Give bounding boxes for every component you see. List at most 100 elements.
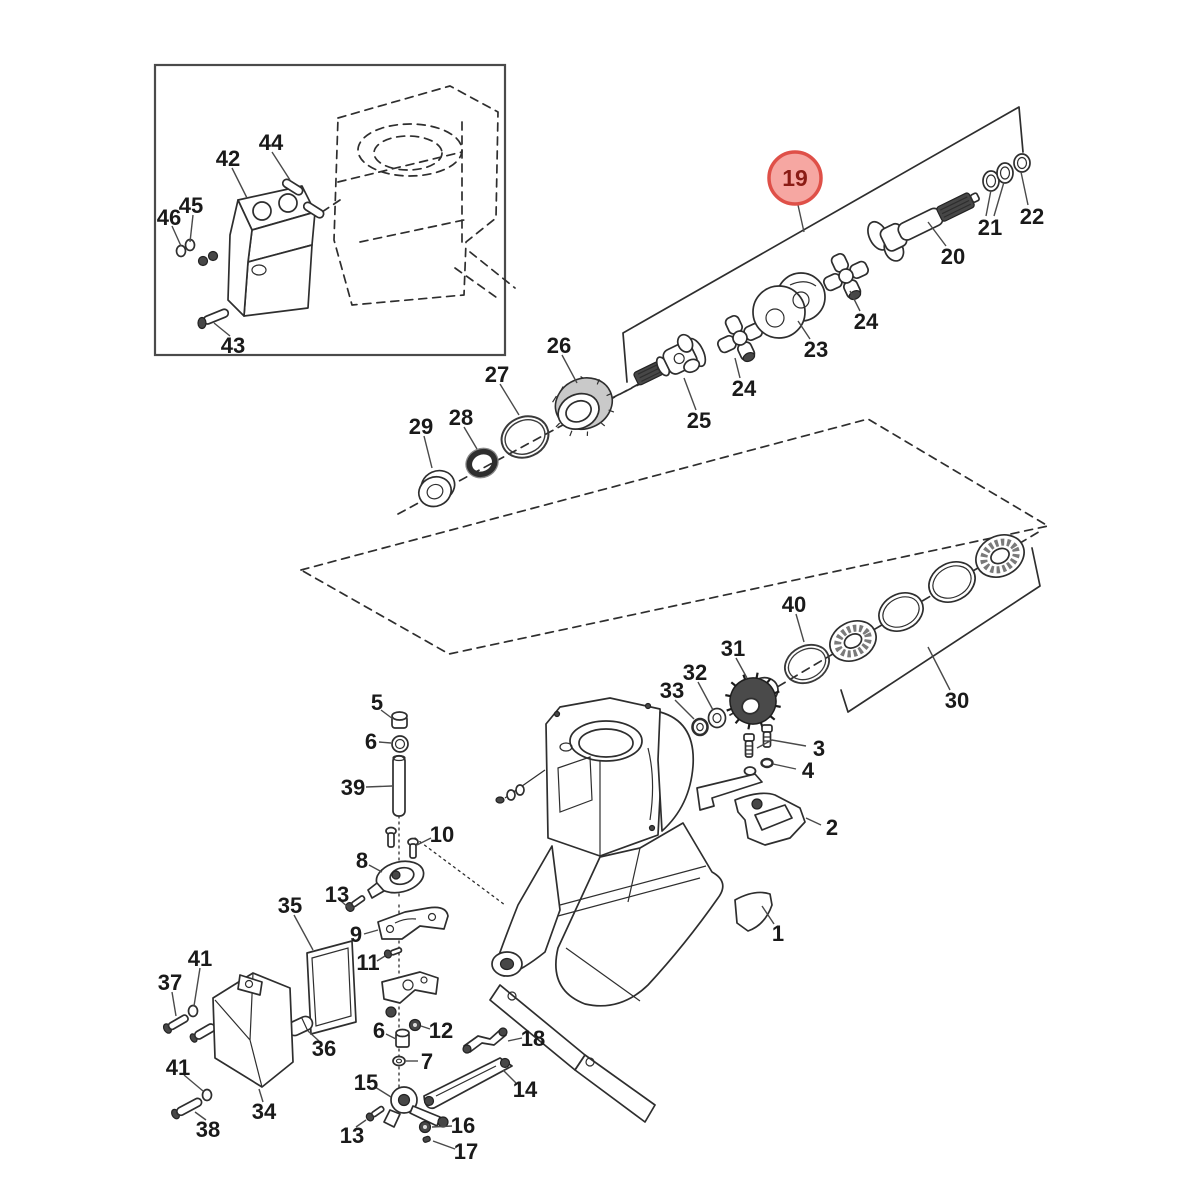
callout-27: 27: [485, 362, 509, 387]
bearing-set-30: [784, 534, 1041, 713]
callout-18: 18: [521, 1026, 545, 1051]
callout-9: 9: [350, 922, 362, 947]
swivel-plate: [381, 971, 439, 1004]
part-42-mount-bracket: [227, 185, 316, 317]
highlight-ring-19: [767, 150, 823, 206]
callout-6-lower: 6: [373, 1018, 385, 1043]
part-44-pins: [281, 178, 325, 219]
callout-19: 19: [782, 165, 808, 191]
gear-group: [691, 672, 781, 737]
part-22-ring: [1013, 153, 1031, 173]
callouts: 44 42 45 46 43 22 21 20 24 23 24 25 26 2…: [157, 130, 1044, 1164]
callout-12: 12: [429, 1018, 453, 1043]
part-35-plate: [306, 940, 357, 1035]
part-20-yoke-shaft: [867, 192, 980, 262]
callout-5: 5: [371, 690, 383, 715]
part-13-screw-upper: [345, 895, 366, 912]
part-25-yoke-shaft: [633, 333, 707, 386]
part-39-pin: [392, 754, 406, 817]
part-30-ring-a: [878, 592, 924, 632]
callout-13-lower: 13: [340, 1123, 364, 1148]
callout-42: 42: [216, 146, 240, 171]
part-37-bolt: [162, 1014, 189, 1034]
callout-25: 25: [687, 408, 711, 433]
callout-32: 32: [683, 660, 707, 685]
dashed-parallelogram: [300, 418, 1049, 655]
callout-41-lower: 41: [166, 1055, 190, 1080]
part-12-nut: [408, 1018, 422, 1032]
callout-35: 35: [278, 893, 302, 918]
callout-26: 26: [547, 333, 571, 358]
callout-40: 40: [782, 592, 806, 617]
callout-1: 1: [772, 921, 784, 946]
shift-linkage: [365, 1027, 513, 1143]
callout-28: 28: [449, 405, 473, 430]
part-40-oring: [784, 643, 830, 685]
part-15-crank: [383, 1086, 449, 1128]
callout-36: 36: [312, 1036, 336, 1061]
part-34-cover: [212, 972, 294, 1088]
inset-box: [153, 63, 516, 357]
part-23-center-socket: [752, 272, 826, 339]
callout-13-upper: 13: [325, 882, 349, 907]
nut-small: [385, 1006, 397, 1018]
callout-17: 17: [454, 1139, 478, 1164]
leader-lines: [171, 151, 1029, 1150]
callout-21: 21: [978, 215, 1002, 240]
callout-6-upper: 6: [365, 729, 377, 754]
callout-15: 15: [354, 1070, 378, 1095]
callout-29: 29: [409, 414, 433, 439]
callout-4: 4: [802, 758, 815, 783]
part-26-bearing: [552, 376, 615, 437]
callout-37: 37: [158, 970, 182, 995]
part-6-bushing-upper: [391, 735, 409, 753]
callout-34: 34: [252, 1099, 277, 1124]
part-3-bolts: [743, 724, 773, 758]
part-17-pin: [422, 1135, 431, 1143]
part-33-nut: [691, 717, 709, 737]
fasteners-3-4: [743, 724, 774, 776]
upper-housing: [495, 697, 695, 857]
part-45-46-washers-nuts: [175, 238, 219, 267]
part-5-cap: [391, 711, 408, 729]
part-16-nut: [418, 1120, 432, 1134]
part-36-plug: [286, 1015, 314, 1037]
callout-23: 23: [804, 337, 828, 362]
callout-8: 8: [356, 848, 368, 873]
callout-24-upper: 24: [854, 309, 879, 334]
pivot-screw: [495, 769, 546, 804]
part-14-link: [423, 1057, 513, 1110]
part-18-arm: [462, 1027, 508, 1054]
part-31-bevel-gear: [725, 672, 781, 730]
gimbal-housing-dashed: [321, 85, 516, 306]
callout-43: 43: [221, 333, 245, 358]
callout-38: 38: [196, 1117, 220, 1142]
part-4-orings: [743, 757, 774, 776]
callout-14: 14: [513, 1077, 538, 1102]
callout-7: 7: [421, 1049, 433, 1074]
highlight-19[interactable]: 19: [767, 150, 823, 206]
part-10-screws: [385, 826, 419, 859]
centerlines: [397, 378, 1043, 716]
callout-20: 20: [941, 244, 965, 269]
part-29-seal: [417, 469, 456, 508]
highlight-circle-19[interactable]: [769, 152, 821, 204]
dotted-lines: [398, 755, 506, 1109]
callout-30: 30: [945, 688, 969, 713]
part-38-bolt: [171, 1097, 203, 1120]
part-1-plate: [734, 891, 773, 932]
part-6-bushing-lower: [395, 1028, 410, 1048]
seal-train: [417, 376, 615, 508]
part-7-washer: [392, 1055, 406, 1067]
part-9-anchor-plate: [377, 906, 449, 940]
part-21-rings: [982, 162, 1014, 192]
part-30-ring-b: [928, 561, 976, 603]
callout-11: 11: [356, 950, 379, 975]
part-43-bolt: [197, 308, 230, 330]
part-24-ujoint-cross-upper: [822, 252, 870, 301]
part-13-screw-lower: [365, 1105, 385, 1122]
part-30-bearing-inner: [829, 620, 877, 662]
part-8-cam: [367, 860, 425, 899]
stud-pin: [189, 1023, 216, 1043]
